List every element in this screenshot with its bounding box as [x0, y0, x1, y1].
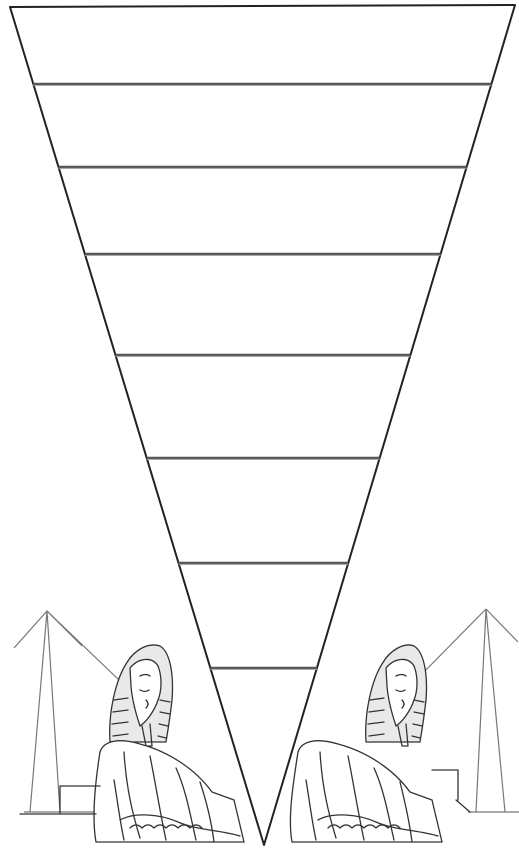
left-decoration [14, 611, 244, 842]
triangle-outline [10, 5, 515, 845]
pyramid-icon [420, 609, 519, 812]
sphinx-icon [290, 645, 470, 842]
inverted-triangle [10, 5, 515, 845]
level-dividers [33, 84, 491, 669]
